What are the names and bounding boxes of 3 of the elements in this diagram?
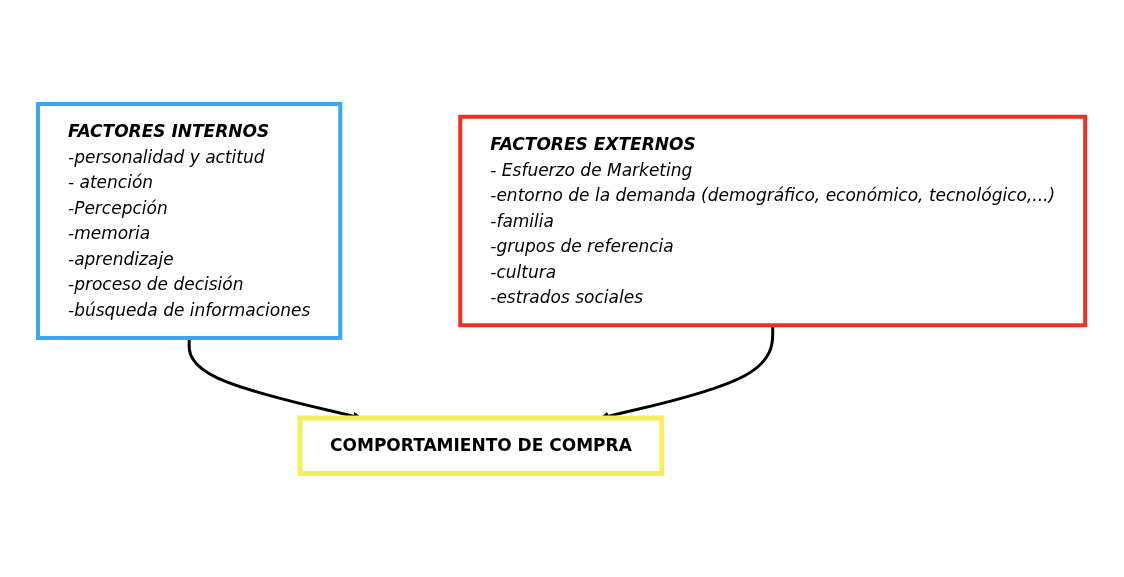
node-box: FACTORES EXTERNOS - Esfuerzo de Marketing -entorno de la demanda (demográfico, económico, tecnológico,...) -familia -grupos de referencia -cultura -estrados sociales bbox=[458, 114, 1088, 327]
node-box: COMPORTAMIENTO DE COMPRA bbox=[297, 415, 665, 476]
node-box: FACTORES INTERNOS -personalidad y actitud - atención -Percepción -memoria -aprendizaje -proceso de decisión -búsqueda de informaciones bbox=[36, 101, 343, 340]
